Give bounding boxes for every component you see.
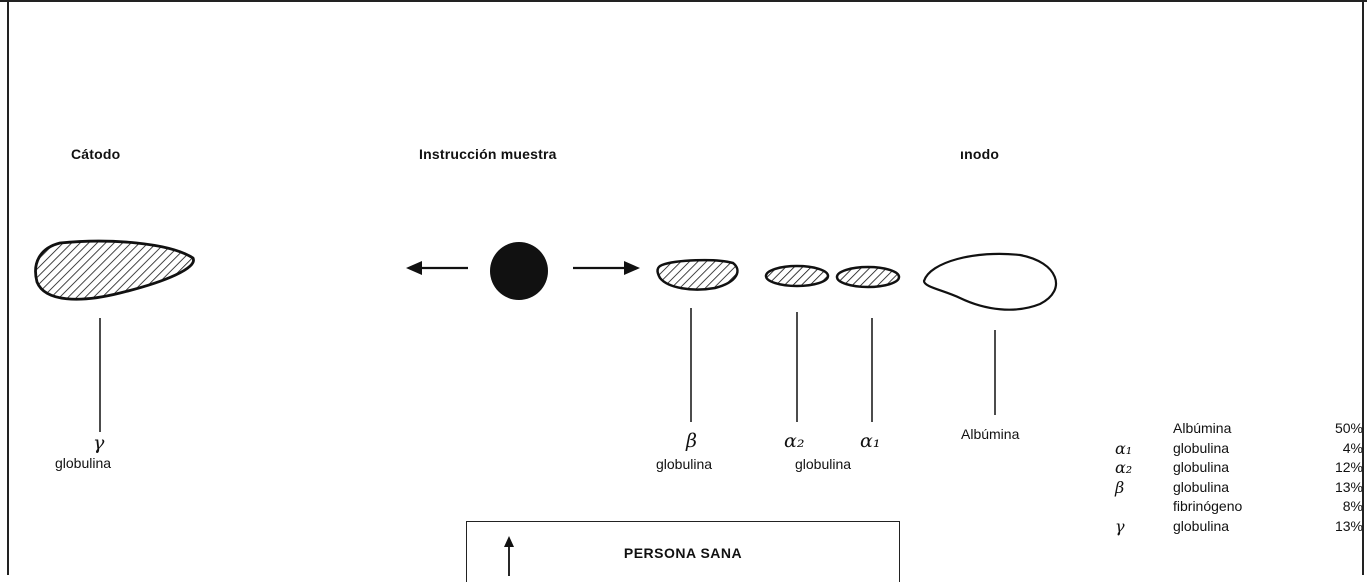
alpha1-globulin-band (837, 267, 899, 287)
albumin-band (924, 254, 1056, 310)
composition-percent: 50% (1303, 419, 1363, 439)
beta-globulin-band (658, 260, 738, 289)
composition-symbol: β (1112, 478, 1173, 498)
composition-percent: 12% (1303, 458, 1363, 478)
composition-symbol: α₂ (1112, 458, 1173, 478)
composition-symbol: γ (1112, 517, 1173, 537)
alpha2-symbol: α₂ (784, 430, 804, 452)
gamma-globulin-band (36, 241, 194, 299)
composition-symbol (1112, 419, 1173, 439)
composition-name: globulina (1173, 517, 1303, 537)
alpha-globulin-caption: globulina (795, 456, 851, 472)
beta-globulin-caption: globulina (656, 456, 712, 472)
composition-percent: 13% (1303, 478, 1363, 498)
composition-percent: 13% (1303, 517, 1363, 537)
composition-symbol: α₁ (1112, 439, 1173, 459)
up-arrow-icon (499, 536, 519, 576)
composition-percent: 4% (1303, 439, 1363, 459)
composition-name: globulina (1173, 458, 1303, 478)
arrow-to-anode-head (624, 261, 640, 275)
healthy-person-title: PERSONA SANA (467, 545, 899, 561)
alpha2-globulin-band (766, 266, 828, 286)
gamma-symbol: γ (93, 432, 104, 454)
composition-name: globulina (1173, 478, 1303, 498)
composition-name: fibrinógeno (1173, 497, 1303, 517)
gamma-globulin-caption: globulina (55, 455, 111, 471)
healthy-person-panel: PERSONA SANA (466, 521, 900, 582)
composition-symbol (1112, 497, 1173, 517)
composition-name: Albúmina (1173, 419, 1303, 439)
beta-symbol: β (686, 430, 697, 452)
alpha1-symbol: α₁ (860, 430, 880, 452)
composition-percent: 8% (1303, 497, 1363, 517)
composition-name: globulina (1173, 439, 1303, 459)
arrow-to-cathode-head (406, 261, 422, 275)
albumin-caption: Albúmina (961, 426, 1019, 442)
sample-application-spot (490, 242, 548, 300)
